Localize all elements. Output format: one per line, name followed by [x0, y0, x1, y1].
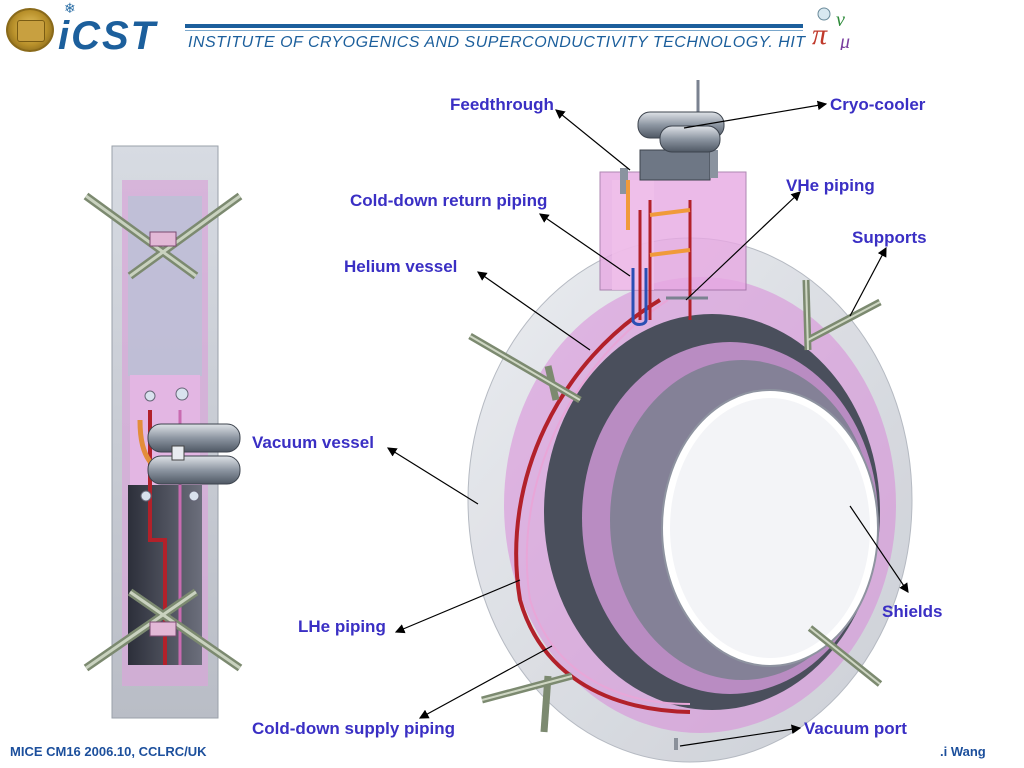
label-shields: Shields	[882, 602, 943, 621]
side-support-top	[83, 192, 243, 280]
label-cold-down-supply: Cold-down supply piping	[252, 719, 456, 738]
ring-view	[467, 80, 913, 763]
header-rule-thin	[185, 30, 803, 31]
arrow-vhe-piping	[685, 191, 801, 301]
svg-text:μ: μ	[839, 31, 850, 50]
lhe-pipe	[514, 298, 691, 714]
label-vhe-piping: VHe piping	[786, 176, 875, 195]
side-support-bottom	[83, 588, 243, 672]
arrow-cryocooler	[683, 100, 828, 129]
label-helium-vessel: Helium vessel	[344, 257, 458, 276]
snowflake-icon: ❄	[64, 0, 76, 16]
label-feedthrough: Feedthrough	[450, 95, 554, 114]
arrow-vacuum-port	[679, 724, 802, 747]
arrow-shields	[849, 505, 909, 593]
arrow-cold-down-supply	[418, 645, 553, 719]
turret	[599, 80, 747, 326]
side-cryocooler-bottom	[147, 455, 241, 485]
arrow-feedthrough	[555, 109, 631, 171]
svg-text:ν: ν	[836, 9, 845, 31]
label-vacuum-vessel: Vacuum vessel	[252, 433, 374, 452]
label-cryocooler: Cryo-cooler	[830, 95, 926, 114]
label-cold-down-return: Cold-down return piping	[350, 191, 548, 210]
cryocooler-cylinder-2	[659, 125, 721, 153]
svg-text:π: π	[812, 18, 828, 50]
arrow-helium-vessel	[477, 271, 591, 351]
side-cryocooler-top	[147, 423, 241, 453]
mice-pi-logo-icon: π ν μ	[812, 7, 850, 50]
footer-author: .i Wang	[940, 744, 986, 759]
side-view	[83, 145, 243, 719]
leader-arrows	[386, 100, 909, 747]
footer-meeting: MICE CM16 2006.10, CCLRC/UK	[10, 744, 207, 759]
arrow-lhe-piping	[394, 579, 521, 634]
icst-logo: iCST	[58, 14, 158, 58]
label-vacuum-port: Vacuum port	[804, 719, 907, 738]
arrow-cold-down-return	[539, 213, 631, 277]
page-header: ❄ iCST INSTITUTE OF CRYOGENICS AND SUPER…	[0, 0, 1024, 62]
label-lhe-piping: LHe piping	[298, 617, 386, 636]
arrow-supports	[849, 246, 887, 317]
university-seal-icon	[6, 8, 54, 52]
header-rule	[185, 24, 803, 28]
arrow-vacuum-vessel	[386, 447, 479, 505]
label-supports: Supports	[852, 228, 927, 247]
institute-name: INSTITUTE OF CRYOGENICS AND SUPERCONDUCT…	[188, 34, 806, 51]
